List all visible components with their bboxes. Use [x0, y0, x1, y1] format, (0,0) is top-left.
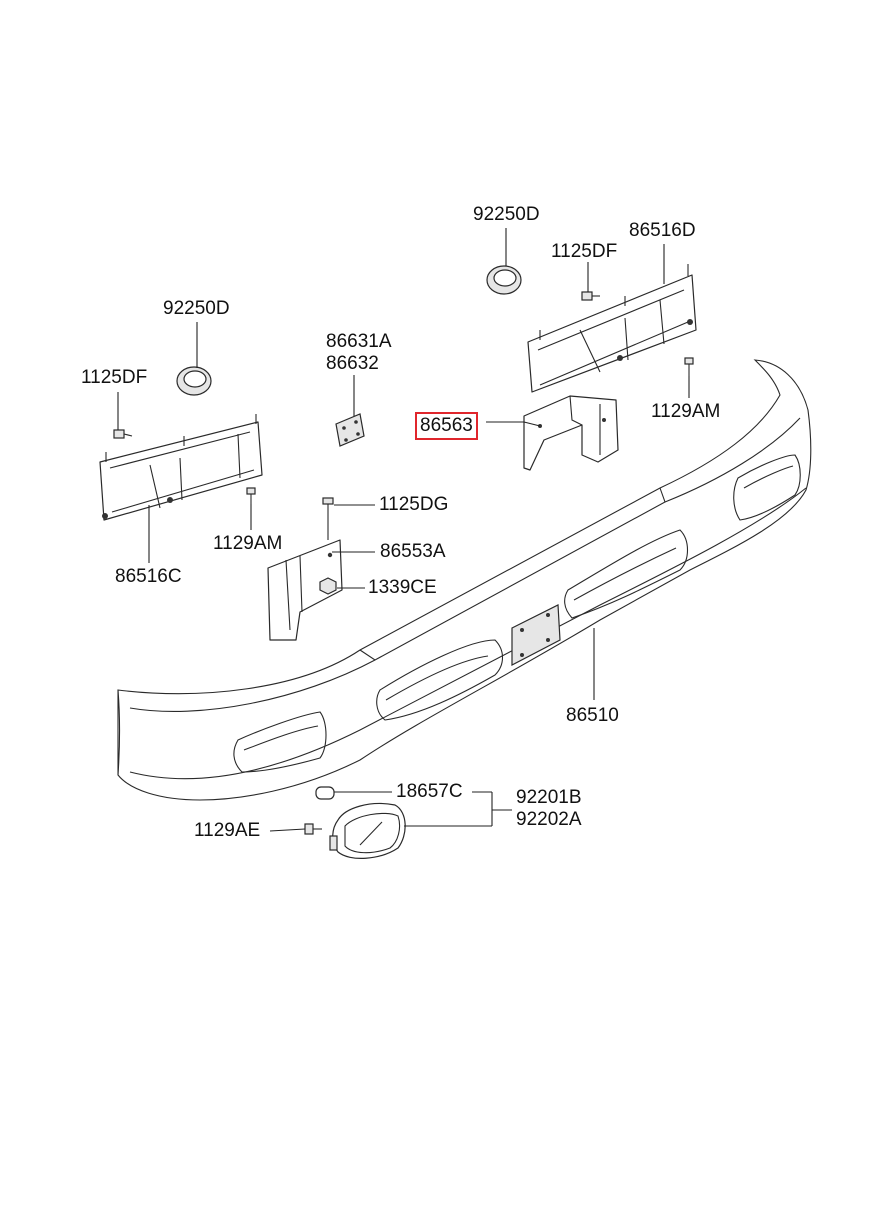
bolt-1125dg-drawing[interactable]: [322, 497, 334, 540]
part-label-86516d[interactable]: 86516D: [629, 220, 696, 241]
plate-86631a-drawing[interactable]: [335, 413, 365, 447]
bracket-86553a-drawing[interactable]: [267, 539, 343, 641]
leader-lines: [117, 228, 690, 832]
fog-lamp-drawing[interactable]: [329, 802, 406, 859]
part-label-1129am-right[interactable]: 1129AM: [651, 401, 721, 422]
bracket-86563-drawing[interactable]: [523, 395, 619, 471]
part-label-86632[interactable]: 86632: [326, 353, 379, 374]
part-label-1129am-left[interactable]: 1129AM: [213, 533, 283, 554]
nut-1339ce-drawing[interactable]: [319, 577, 337, 595]
part-label-92250d-right[interactable]: 92250D: [473, 204, 540, 225]
part-label-86516c[interactable]: 86516C: [115, 566, 182, 587]
bolt-1129am-right-drawing[interactable]: [684, 357, 694, 376]
bumper-86510-drawing[interactable]: [117, 359, 812, 801]
part-label-92250d-left[interactable]: 92250D: [163, 298, 230, 319]
part-label-1125df-right[interactable]: 1125DF: [551, 241, 618, 262]
part-label-86510[interactable]: 86510: [566, 705, 619, 726]
screw-1125df-left-drawing[interactable]: [113, 429, 133, 439]
part-label-92201b[interactable]: 92201B: [516, 787, 582, 808]
bracket-86516c-drawing[interactable]: [99, 414, 263, 521]
screw-1129ae-drawing[interactable]: [304, 823, 322, 835]
grommet-92250d-left-drawing[interactable]: [176, 366, 212, 396]
part-label-86631a[interactable]: 86631A: [326, 331, 392, 352]
part-label-86553a[interactable]: 86553A: [380, 541, 446, 562]
part-label-1125dg[interactable]: 1125DG: [379, 494, 449, 515]
part-label-86563-highlighted[interactable]: 86563: [415, 412, 478, 440]
grommet-92250d-right-drawing[interactable]: [486, 265, 522, 295]
part-label-1125df-left[interactable]: 1125DF: [81, 367, 148, 388]
bulb-18657c-drawing[interactable]: [315, 786, 335, 800]
part-label-92202a[interactable]: 92202A: [516, 809, 582, 830]
bracket-86516d-drawing[interactable]: [527, 264, 697, 393]
part-label-18657c[interactable]: 18657C: [396, 781, 463, 802]
part-label-1339ce[interactable]: 1339CE: [368, 577, 437, 598]
bolt-1129am-left-drawing[interactable]: [246, 487, 256, 504]
part-label-1129ae[interactable]: 1129AE: [194, 820, 261, 841]
screw-1125df-right-drawing[interactable]: [581, 291, 600, 301]
